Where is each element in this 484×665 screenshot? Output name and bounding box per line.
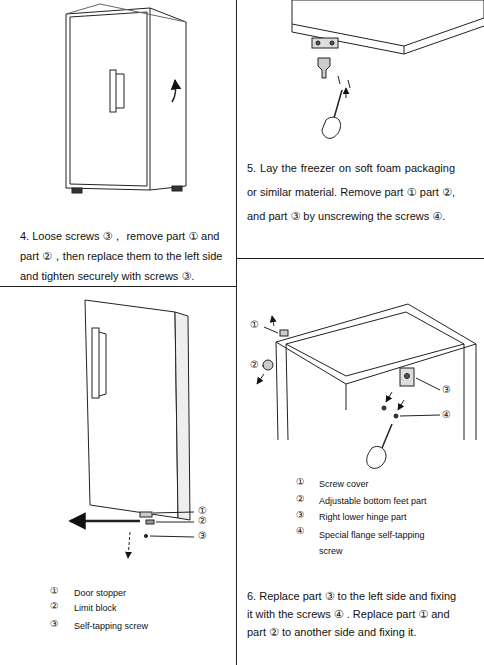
laid-freezer-figure-part: [257, 374, 264, 384]
laid-freezer-figure-part: [367, 446, 386, 468]
laid-freezer-figure: [257, 304, 476, 468]
hinge-top-figure-part: [292, 24, 484, 54]
part-name: Limit block: [74, 602, 224, 614]
freezer-figure-part: [72, 188, 82, 193]
laid-freezer-figure-part: [286, 312, 464, 376]
freezer-figure-part: [172, 186, 182, 191]
laid-freezer-figure-part: [286, 344, 288, 440]
freezer-figure-part: [110, 70, 116, 112]
laid-freezer-figure-part: [264, 327, 278, 333]
laid-freezer-figure-part: [262, 366, 264, 367]
legend-number: ①: [50, 586, 59, 597]
callout-number: ③: [197, 530, 208, 542]
callout-number: ③: [441, 384, 452, 396]
hinge-top-figure-part: [334, 90, 342, 118]
freezer-figure-part: [116, 74, 124, 108]
hinge-top-figure-part: [404, 46, 405, 54]
laid-freezer-figure-part: [382, 406, 386, 410]
door-figure-part: [99, 332, 106, 396]
part-name: Screw cover: [319, 478, 469, 490]
door-figure-part: [85, 300, 178, 518]
freezer-figure: [66, 4, 186, 193]
door-figure-part: [70, 520, 140, 523]
laid-freezer-figure-part: [400, 368, 414, 386]
laid-freezer-figure-part: [398, 400, 404, 410]
legend-number: ②: [50, 601, 59, 612]
laid-freezer-figure-part: [280, 330, 288, 336]
part-name: Self-tapping screw: [74, 620, 224, 632]
laid-freezer-figure-part: [400, 415, 440, 416]
step-text: 6. Replace part ③ to the left side and f…: [247, 587, 461, 641]
laid-freezer-figure-part: [464, 344, 465, 440]
legend-number: ④: [296, 526, 305, 537]
legend-number: ②: [296, 494, 305, 505]
door-figure-part: [92, 328, 99, 398]
hinge-top-figure: [292, 0, 484, 138]
page-dividers-part: [0, 286, 236, 287]
laid-freezer-figure-part: [416, 378, 440, 390]
laid-freezer-figure-part: [272, 316, 274, 326]
hinge-top-figure-part: [330, 41, 334, 45]
callout-number: ①: [249, 319, 260, 331]
hinge-top-figure-part: [348, 80, 350, 88]
laid-freezer-figure-part: [346, 384, 347, 410]
hinge-top-figure-part: [316, 41, 320, 45]
door-figure-part: [144, 534, 147, 537]
page-dividers-part: [236, 258, 484, 259]
freezer-figure-part: [70, 12, 147, 186]
freezer-figure-part: [66, 4, 186, 22]
part-name: Right lower hinge part: [319, 511, 469, 523]
door-figure-part: [156, 522, 194, 523]
door-figure-part: [128, 532, 130, 558]
door-figure-part: [146, 520, 154, 524]
hinge-top-figure-part: [346, 88, 347, 98]
door-figure-part: [153, 512, 194, 513]
callout-number: ②: [197, 515, 208, 527]
freezer-figure-part: [172, 80, 176, 102]
part-name: Door stopper: [74, 587, 224, 599]
laid-freezer-figure-part: [386, 392, 392, 402]
callout-number: ②: [249, 359, 260, 371]
hinge-top-figure-part: [312, 38, 338, 48]
callout-number: ④: [441, 409, 452, 421]
freezer-figure-part: [66, 8, 186, 190]
door-figure-part: [175, 312, 190, 520]
hinge-top-figure-part: [338, 76, 340, 84]
hinge-top-figure-part: [318, 58, 330, 78]
legend-number: ③: [296, 510, 305, 521]
laid-freezer-figure-part: [394, 414, 398, 418]
part-name: Special flange self-tapping screw: [319, 527, 447, 559]
door-figure-part: [140, 512, 152, 517]
laid-freezer-figure-part: [263, 360, 273, 370]
door-figure: [70, 300, 194, 558]
hinge-top-figure-part: [322, 117, 341, 138]
laid-freezer-figure-part: [276, 304, 476, 384]
laid-freezer-figure-part: [276, 342, 278, 440]
laid-freezer-figure-part: [405, 374, 410, 379]
part-name: Adjustable bottom feet part: [319, 495, 469, 507]
legend-number: ③: [50, 619, 59, 630]
freezer-figure-part: [150, 8, 151, 190]
laid-freezer-figure-part: [382, 424, 392, 448]
legend-number: ①: [296, 477, 305, 488]
door-figure-part: [150, 536, 194, 537]
step-text: 5. Lay the freezer on soft foam packagin…: [247, 156, 455, 228]
step-text: 4. Loose screws ③， remove part ① and par…: [20, 226, 232, 286]
page-dividers-part: [236, 0, 237, 665]
laid-freezer-figure-part: [476, 344, 477, 440]
